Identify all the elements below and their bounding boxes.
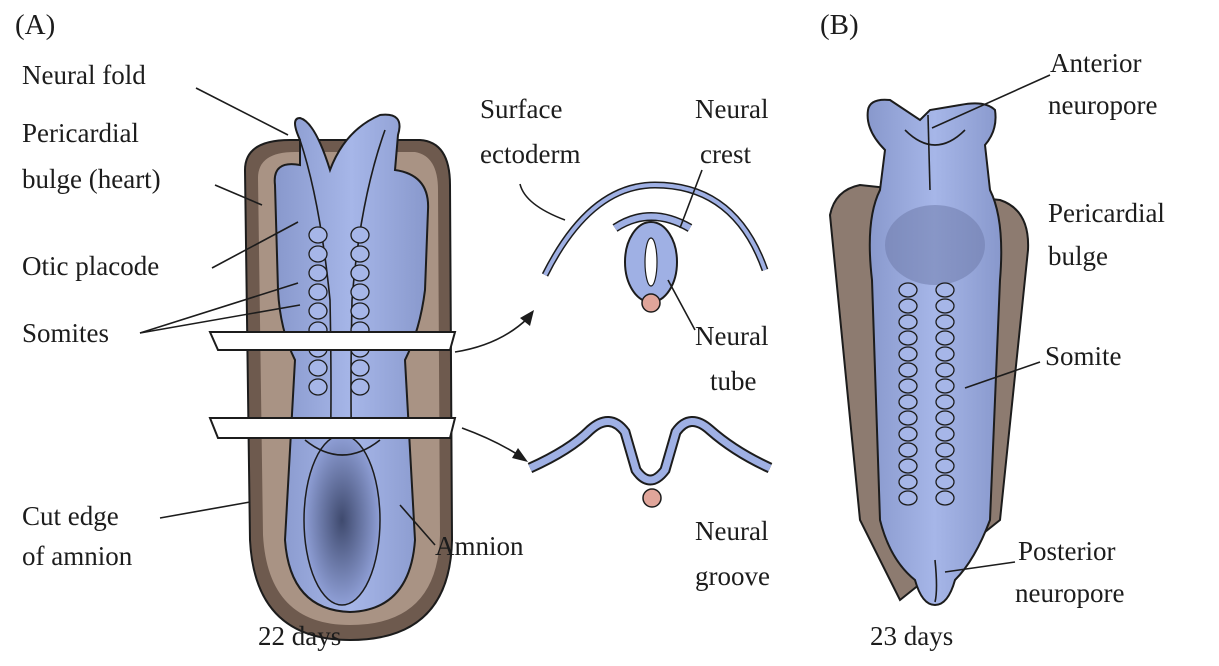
label-amnion: Amnion xyxy=(435,531,524,561)
label-pericardial-bulge-b-2: bulge xyxy=(1048,241,1108,271)
caption-23-days: 23 days xyxy=(870,621,953,651)
somite-bead xyxy=(899,363,917,377)
somite-bead xyxy=(309,246,327,262)
somite-bead xyxy=(936,427,954,441)
somite-bead xyxy=(899,347,917,361)
cut-plane-upper xyxy=(210,332,455,350)
label-neural-fold: Neural fold xyxy=(22,60,146,90)
somite-bead xyxy=(936,283,954,297)
somite-bead xyxy=(351,379,369,395)
somite-bead xyxy=(936,363,954,377)
section-neural-tube xyxy=(545,185,765,312)
somite-bead xyxy=(899,315,917,329)
caption-22-days: 22 days xyxy=(258,621,341,651)
arrow-lower-section xyxy=(462,428,520,456)
panel-letter-b: (B) xyxy=(820,9,859,41)
label-pericardial-bulge-2: bulge (heart) xyxy=(22,164,161,194)
somite-bead xyxy=(899,411,917,425)
embryo-22-days xyxy=(210,115,455,640)
label-neural-crest-2: crest xyxy=(700,139,751,169)
section-neural-groove xyxy=(530,421,770,507)
somite-bead xyxy=(936,491,954,505)
cut-plane-lower xyxy=(210,418,455,438)
label-otic-placode: Otic placode xyxy=(22,251,159,281)
somite-bead xyxy=(309,265,327,281)
somite-bead xyxy=(936,379,954,393)
somite-bead xyxy=(899,475,917,489)
somite-bead xyxy=(899,395,917,409)
somite-bead xyxy=(351,227,369,243)
label-anterior-neuropore-1: Anterior xyxy=(1050,48,1141,78)
label-anterior-neuropore-2: neuropore xyxy=(1048,90,1157,120)
somite-bead xyxy=(351,246,369,262)
somite-bead xyxy=(309,227,327,243)
somite-bead xyxy=(936,315,954,329)
label-somite: Somite xyxy=(1045,341,1122,371)
somite-bead xyxy=(899,379,917,393)
label-surface-ectoderm-1: Surface xyxy=(480,94,562,124)
somite-bead xyxy=(899,443,917,457)
somite-bead xyxy=(351,284,369,300)
label-neural-crest-1: Neural xyxy=(695,94,768,124)
somite-bead xyxy=(936,475,954,489)
label-pericardial-bulge-b-1: Pericardial xyxy=(1048,198,1165,228)
somite-bead xyxy=(309,379,327,395)
somite-bead xyxy=(309,360,327,376)
label-neural-groove-2: groove xyxy=(695,561,770,591)
label-neural-tube-2: tube xyxy=(710,366,757,396)
somite-bead xyxy=(899,283,917,297)
label-pericardial-bulge-1: Pericardial xyxy=(22,118,139,148)
somite-bead xyxy=(936,459,954,473)
somite-bead xyxy=(899,459,917,473)
somite-bead xyxy=(936,411,954,425)
somite-bead xyxy=(936,299,954,313)
somite-bead xyxy=(351,303,369,319)
somite-bead xyxy=(309,284,327,300)
somite-bead xyxy=(936,443,954,457)
somite-bead xyxy=(309,303,327,319)
label-cut-edge-2: of amnion xyxy=(22,541,133,571)
label-cut-edge-1: Cut edge xyxy=(22,501,119,531)
somite-bead xyxy=(351,265,369,281)
label-neural-groove-1: Neural xyxy=(695,516,768,546)
somite-bead xyxy=(351,360,369,376)
somite-bead xyxy=(899,299,917,313)
embryo-23-days xyxy=(830,100,1028,605)
arrow-upper-section xyxy=(455,318,528,352)
label-posterior-neuropore-2: neuropore xyxy=(1015,578,1124,608)
label-somites: Somites xyxy=(22,318,109,348)
somite-bead xyxy=(936,331,954,345)
panel-letter-a: (A) xyxy=(15,9,55,41)
embryo-body-23 xyxy=(868,100,1002,605)
somite-bead xyxy=(899,331,917,345)
label-surface-ectoderm-2: ectoderm xyxy=(480,139,580,169)
label-posterior-neuropore-1: Posterior xyxy=(1018,536,1116,566)
somite-bead xyxy=(936,347,954,361)
somite-bead xyxy=(899,427,917,441)
somite-bead xyxy=(936,395,954,409)
label-neural-tube-1: Neural xyxy=(695,321,768,351)
somite-bead xyxy=(899,491,917,505)
